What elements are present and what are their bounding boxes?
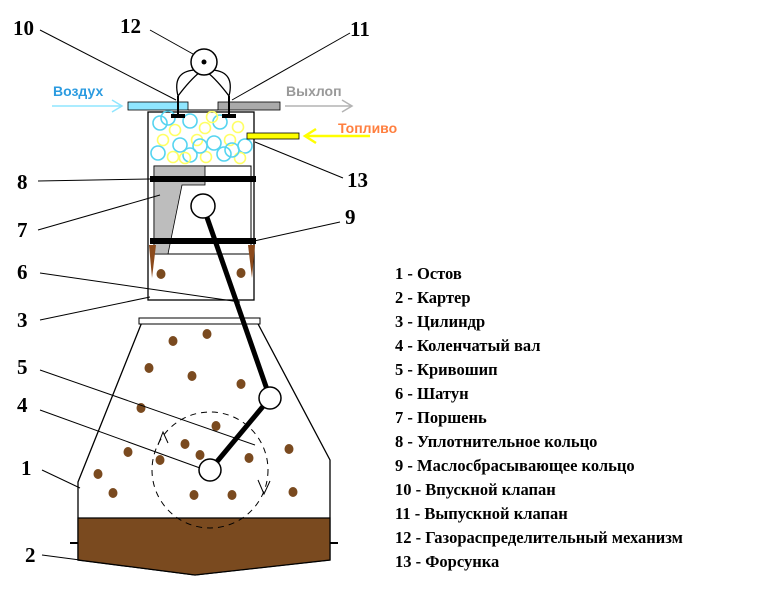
legend-item-1: 1 - Остов [395, 264, 462, 283]
legend-item-10: 10 - Впускной клапан [395, 480, 556, 499]
mixture-bubble [150, 145, 166, 161]
legend-item-6: 6 - Шатун [395, 384, 469, 403]
legend-item-9: 9 - Маслосбрасывающее кольцо [395, 456, 635, 475]
intake-valve [171, 96, 185, 118]
callout-3: 3 [17, 308, 28, 332]
oil-drop [93, 469, 103, 479]
oil-drop [155, 455, 165, 465]
fuel-flow-arrow [302, 127, 370, 145]
oil-drop [202, 329, 212, 339]
mixture-bubble [152, 115, 168, 131]
connecting-rod [200, 205, 273, 399]
callout-10: 10 [13, 16, 34, 40]
callout-9: 9 [345, 205, 356, 229]
mixture-bubble [199, 150, 213, 164]
exhaust-pipe [217, 101, 281, 111]
oil-drop [236, 379, 246, 389]
legend-item-7: 7 - Поршень [395, 408, 487, 427]
oil-drop [288, 487, 298, 497]
leader-lines [37, 29, 351, 561]
oil-drop [180, 439, 190, 449]
oil-ring-chip-left [149, 245, 156, 278]
piston-pin [190, 193, 216, 219]
oil-drop [168, 336, 178, 346]
oil-ring-chip-right [248, 245, 255, 278]
oil-drop [236, 268, 246, 278]
mixture-bubble [178, 151, 192, 165]
callout-7: 7 [17, 218, 28, 242]
mixture-bubble [156, 133, 170, 147]
oil-drop [227, 490, 237, 500]
oil-drop [144, 363, 154, 373]
callout-12: 12 [120, 14, 141, 38]
legend: 1 - Остов 2 - Картер 3 - Цилиндр 4 - Коленч… [395, 262, 683, 574]
callout-1: 1 [21, 456, 32, 480]
callout-5: 5 [17, 355, 28, 379]
mixture-bubble [224, 142, 240, 158]
legend-item-5: 5 - Кривошип [395, 360, 498, 379]
seal-ring [150, 176, 256, 182]
air-flow-arrow [52, 99, 124, 113]
cylinder-collar [138, 317, 261, 325]
callout-6: 6 [17, 260, 28, 284]
legend-item-11: 11 - Выпускной клапан [395, 504, 568, 523]
callout-11: 11 [350, 17, 370, 41]
crank-pin [258, 386, 282, 410]
oil-drop [211, 421, 221, 431]
oil-drop [123, 447, 133, 457]
mixture-bubble [182, 147, 198, 163]
legend-item-13: 13 - Форсунка [395, 552, 500, 571]
callout-4: 4 [17, 393, 28, 417]
legend-item-3: 3 - Цилиндр [395, 312, 486, 331]
intake-pipe [127, 101, 189, 111]
mixture-bubble [192, 138, 208, 154]
valve-timing-mechanism [176, 48, 231, 97]
mixture-bubble [216, 146, 232, 162]
mixture-bubble [198, 121, 212, 135]
exhaust-valve [222, 96, 236, 118]
crankshaft [198, 458, 222, 482]
oil-drop [244, 453, 254, 463]
mixture-bubble [168, 123, 182, 137]
oil-drop [284, 444, 294, 454]
legend-item-4: 4 - Коленчатый вал [395, 336, 541, 355]
oil-drops [93, 268, 298, 500]
fuel-injector [246, 132, 300, 140]
legend-item-2: 2 - Картер [395, 288, 471, 307]
mixture-bubble [233, 151, 247, 165]
oil-drop [195, 450, 205, 460]
callout-13: 13 [347, 168, 368, 192]
oil-drop [189, 490, 199, 500]
legend-item-12: 12 - Газораспределительный механизм [395, 528, 683, 547]
exhaust-flow-arrow [285, 99, 354, 113]
legend-item-8: 8 - Уплотнительное кольцо [395, 432, 598, 451]
exhaust-label: Выхлоп [286, 83, 342, 99]
mixture-bubble [182, 113, 198, 129]
mixture-bubble [231, 120, 245, 134]
oil-drop [156, 269, 166, 279]
mixture-bubble [166, 150, 180, 164]
mixture-bubble [205, 110, 219, 124]
crank-path [151, 411, 269, 529]
oil-sump [77, 517, 331, 576]
callout-8: 8 [17, 170, 28, 194]
crank-arm [208, 396, 272, 472]
oil-drop [108, 488, 118, 498]
callout-2: 2 [25, 543, 36, 567]
mixture-bubble [172, 137, 188, 153]
mixture-bubble [223, 133, 237, 147]
fuel-label: Топливо [338, 120, 397, 136]
oil-drop [187, 371, 197, 381]
air-label: Воздух [53, 83, 103, 99]
oil-scraper-ring [150, 238, 256, 244]
